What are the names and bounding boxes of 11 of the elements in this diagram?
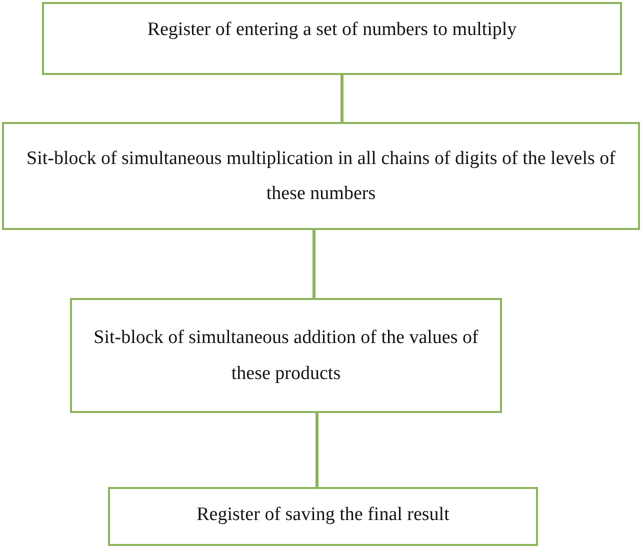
box-text: Register of saving the final result [196, 503, 450, 527]
box-text: Register of entering a set of numbers to multiply [147, 18, 517, 42]
process-box [2, 122, 640, 230]
process-box [108, 487, 538, 546]
process-box [70, 298, 502, 413]
connector-line [340, 75, 344, 122]
process-box [42, 2, 622, 75]
box-text: Sit-block of simultaneous addition of the values of these products [92, 326, 480, 386]
connector-line [312, 230, 316, 298]
connector-line [316, 413, 318, 487]
box-text: Sit-block of simultaneous multiplication in all chains of digits of the levels of these numbers [26, 146, 616, 206]
